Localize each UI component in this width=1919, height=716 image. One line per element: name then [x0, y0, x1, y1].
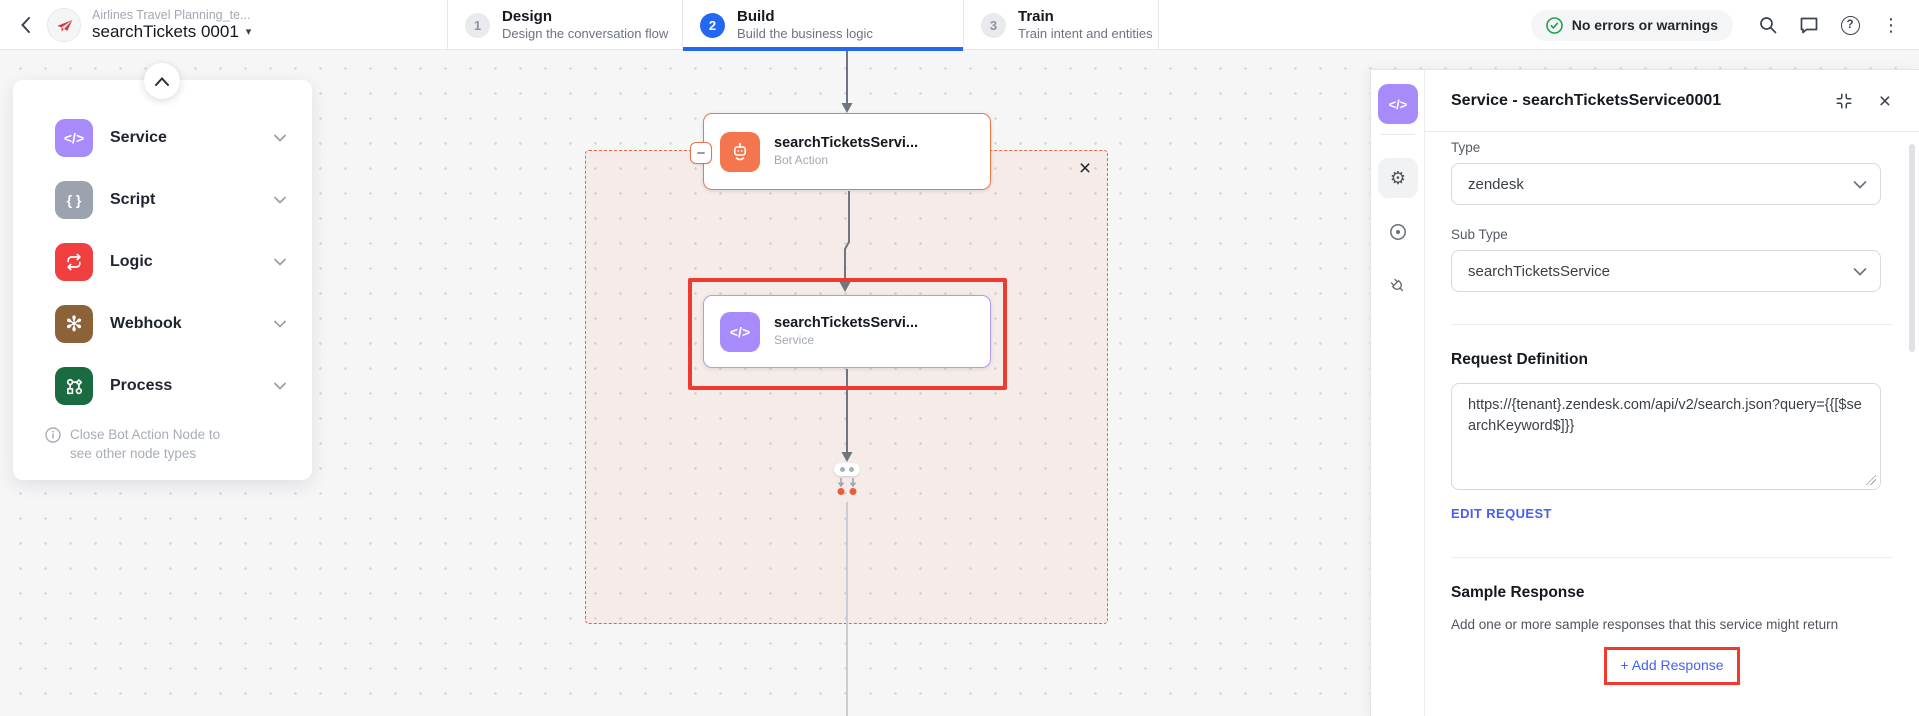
collapse-palette-button[interactable] [144, 63, 180, 99]
search-icon[interactable] [1756, 13, 1780, 37]
close-bot-action-group-icon[interactable]: × [1078, 157, 1092, 180]
chat-icon[interactable] [1797, 13, 1821, 37]
panel-header: Service - searchTicketsService0001 × [1425, 70, 1919, 132]
palette-item-service[interactable]: </> Service [13, 107, 312, 169]
sample-response-heading: Sample Response [1451, 584, 1585, 601]
palette-item-webhook[interactable]: ✻ Webhook [13, 293, 312, 355]
app-name: Airlines Travel Planning_te... [92, 8, 251, 23]
rail-service-tab[interactable]: </> [1378, 84, 1418, 124]
target-icon[interactable] [1388, 222, 1408, 242]
panel-rail: </> ⚙ [1371, 70, 1425, 716]
bot-action-node[interactable]: searchTicketsServi... Bot Action [703, 113, 991, 190]
robot-icon [720, 131, 760, 172]
info-icon [45, 427, 61, 443]
chevron-down-icon [274, 196, 286, 204]
subtype-label: Sub Type [1451, 227, 1508, 242]
node-subtitle: Service [774, 333, 815, 348]
chevron-up-icon [155, 76, 169, 86]
divider [1451, 557, 1893, 558]
panel-title: Service - searchTicketsService0001 [1451, 91, 1722, 109]
help-icon[interactable]: ? [1838, 13, 1862, 37]
task-title-dropdown[interactable]: searchTickets 0001 ▾ [92, 22, 252, 42]
chevron-down-icon [274, 320, 286, 328]
palette-item-process[interactable]: Process [13, 355, 312, 417]
chevron-down-icon [274, 382, 286, 390]
collapse-bot-action-button[interactable]: − [690, 142, 712, 164]
asterisk-icon: ✻ [55, 305, 93, 343]
rail-divider [1380, 134, 1415, 135]
check-circle-icon [1545, 16, 1563, 34]
service-node[interactable]: </> searchTicketsServi... Service [703, 295, 991, 368]
caret-down-icon: ▾ [245, 25, 252, 38]
service-config-panel: </> ⚙ Service - searchTicketsService0001 [1370, 69, 1919, 716]
node-subtitle: Bot Action [774, 153, 829, 168]
loop-icon [55, 243, 93, 281]
plug-icon[interactable] [1388, 276, 1408, 296]
code-icon: </> [720, 311, 760, 352]
type-label: Type [1451, 140, 1481, 155]
add-response-button[interactable]: + Add Response [1620, 657, 1724, 673]
gear-icon[interactable]: ⚙ [1378, 158, 1418, 198]
request-definition-heading: Request Definition [1451, 351, 1588, 368]
panel-scrollbar[interactable] [1909, 144, 1915, 352]
node-palette: </> Service { } Script Logic ✻ Webhook [13, 63, 312, 480]
top-header: Airlines Travel Planning_te... searchTic… [0, 0, 1919, 51]
node-title: searchTicketsServi... [774, 315, 919, 332]
status-badge[interactable]: No errors or warnings [1530, 9, 1733, 41]
divider [1451, 324, 1893, 325]
tab-build[interactable]: 2 Build Build the business logic [682, 0, 963, 51]
tab-design[interactable]: 1 Design Design the conversation flow [447, 0, 682, 50]
back-button[interactable] [14, 10, 36, 40]
tab-train[interactable]: 3 Train Train intent and entities [963, 0, 1159, 50]
chevron-down-icon [274, 134, 286, 142]
node-title: searchTicketsServi... [774, 135, 919, 152]
more-menu-icon[interactable]: ⋮ [1882, 14, 1900, 35]
workflow-steps: 1 Design Design the conversation flow 2 … [447, 0, 1159, 51]
chevron-down-icon [1853, 268, 1867, 276]
chevron-down-icon [1853, 181, 1867, 189]
palette-info-note: Close Bot Action Node to see other node … [45, 425, 286, 463]
flow-chart-icon [55, 367, 93, 405]
subtype-dropdown[interactable]: searchTicketsService [1451, 250, 1881, 292]
type-dropdown[interactable]: zendesk [1451, 163, 1881, 205]
bot-avatar [47, 8, 81, 42]
braces-icon: { } [55, 181, 93, 219]
collapse-panel-icon[interactable] [1835, 92, 1853, 110]
resize-handle[interactable] [1866, 475, 1876, 485]
chevron-down-icon [274, 258, 286, 266]
bot-action-group-area [585, 150, 1108, 624]
request-definition-textarea[interactable]: https://{tenant}.zendesk.com/api/v2/sear… [1451, 383, 1881, 490]
palette-item-script[interactable]: { } Script [13, 169, 312, 231]
edit-request-link[interactable]: EDIT REQUEST [1451, 506, 1552, 521]
close-panel-icon[interactable]: × [1878, 89, 1891, 113]
sample-response-description: Add one or more sample responses that th… [1451, 617, 1839, 632]
palette-item-logic[interactable]: Logic [13, 231, 312, 293]
annotation-highlight-add-response: + Add Response [1604, 647, 1740, 685]
code-icon: </> [55, 119, 93, 157]
connector-drop-handle[interactable] [834, 463, 860, 476]
